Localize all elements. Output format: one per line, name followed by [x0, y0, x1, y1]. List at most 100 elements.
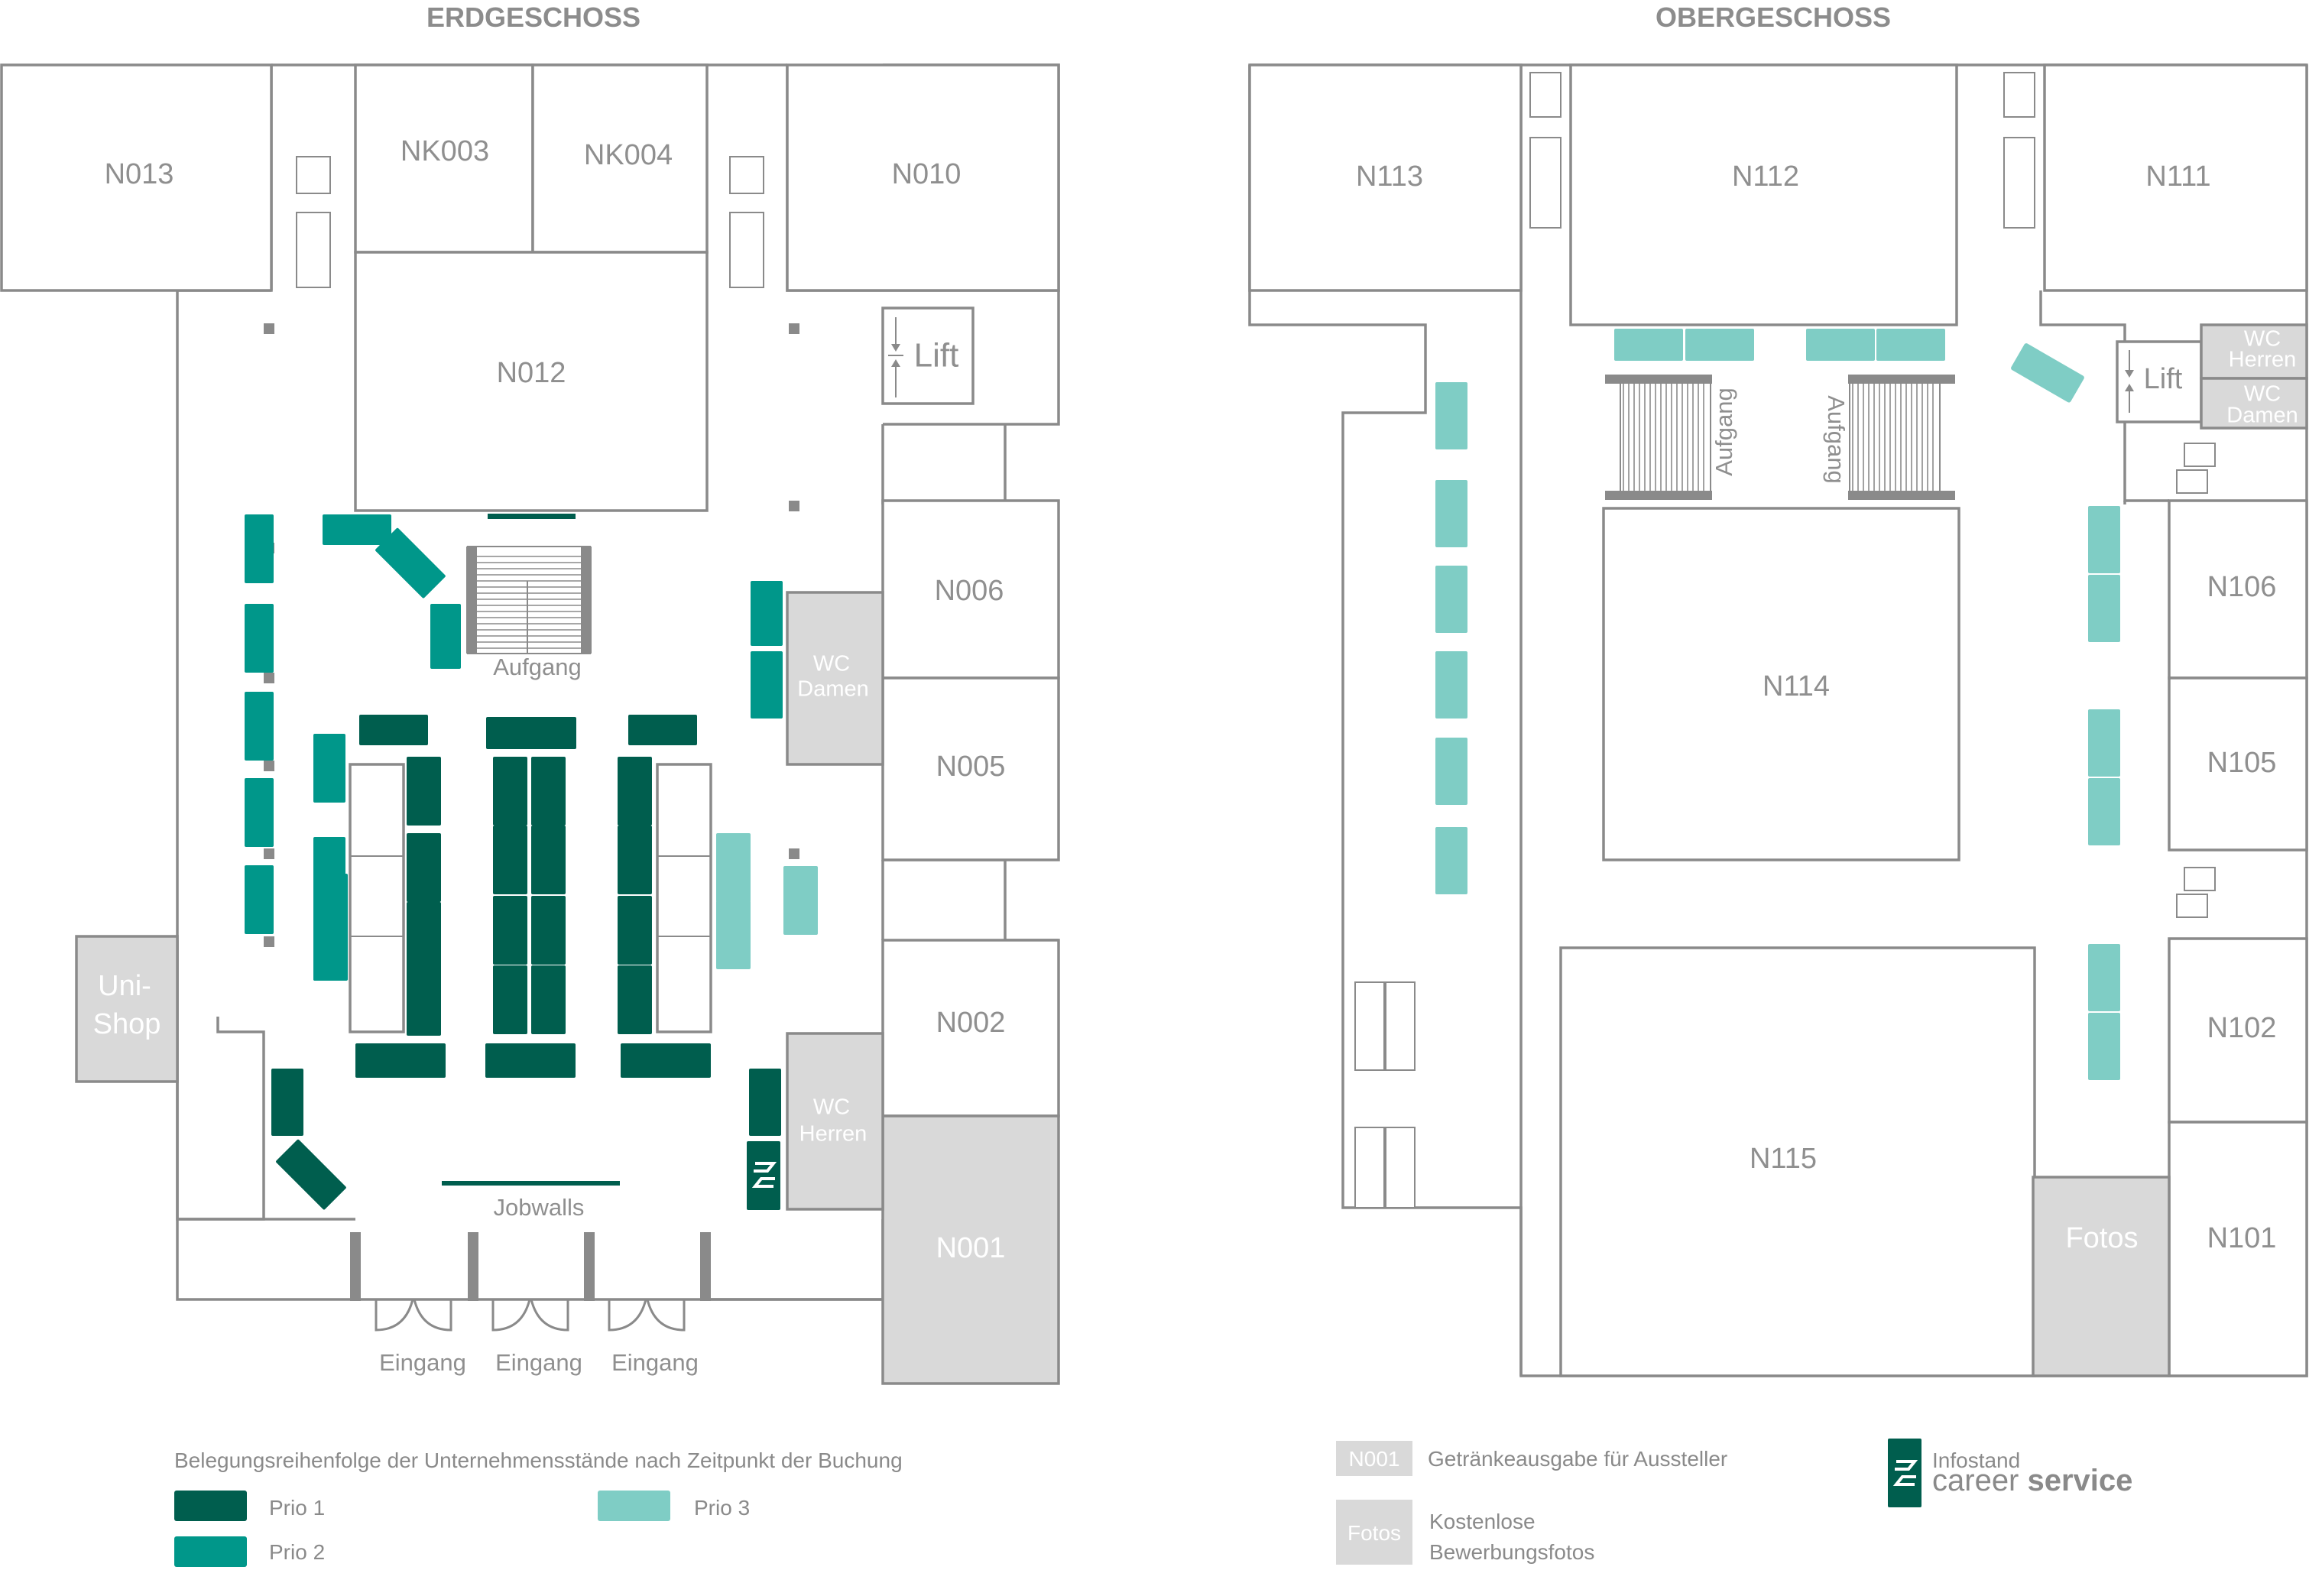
room-n112[interactable]: [1569, 63, 1958, 326]
booth[interactable]: [1435, 566, 1467, 633]
booth[interactable]: [493, 826, 527, 894]
entrance-label-3: Eingang: [611, 1349, 699, 1376]
room-n013[interactable]: [0, 63, 273, 292]
booth[interactable]: [621, 1043, 711, 1078]
lift-arrows-icon: [2125, 350, 2134, 413]
booth[interactable]: [271, 1069, 303, 1136]
booth[interactable]: [628, 715, 697, 745]
legend-n001-desc: Getränkeausgabe für Aussteller: [1428, 1447, 1727, 1471]
booth[interactable]: [618, 896, 652, 965]
room-nk004[interactable]: [531, 63, 709, 254]
room-n006[interactable]: [881, 499, 1060, 680]
room-n012[interactable]: [354, 251, 709, 512]
aufgang-label-upper-2: Aufgang: [1823, 395, 1850, 484]
booth[interactable]: [430, 604, 461, 669]
wc-herren-ground-label-1: WC: [813, 1095, 850, 1120]
booth[interactable]: [2088, 575, 2120, 642]
room-n002[interactable]: [881, 939, 1060, 1118]
booth[interactable]: [531, 896, 566, 965]
legend-fotos-desc-1: Kostenlose: [1429, 1510, 1536, 1533]
booth[interactable]: [407, 967, 441, 1036]
booth[interactable]: [1876, 329, 1945, 361]
wc-herren-upper-label-2: Herren: [2229, 348, 2297, 372]
booth[interactable]: [275, 1139, 346, 1210]
booth[interactable]: [313, 734, 345, 803]
booth[interactable]: [751, 581, 783, 646]
entrance-label-2: Eingang: [495, 1349, 582, 1376]
booth[interactable]: [716, 900, 751, 969]
booth[interactable]: [313, 837, 345, 906]
booth[interactable]: [407, 757, 441, 826]
room-n001[interactable]: [881, 1114, 1060, 1385]
booth[interactable]: [749, 1069, 781, 1136]
booth[interactable]: [2010, 342, 2085, 404]
booth[interactable]: [375, 527, 446, 598]
booth[interactable]: [485, 1043, 576, 1078]
booth[interactable]: [323, 514, 391, 545]
wc-damen-upper[interactable]: [2200, 377, 2308, 430]
booth[interactable]: [245, 514, 274, 583]
infostand-booth[interactable]: [747, 1141, 780, 1210]
booth[interactable]: [493, 896, 527, 965]
booth[interactable]: [618, 757, 652, 826]
legend-fotos-badge-text: Fotos: [1347, 1521, 1401, 1545]
booth[interactable]: [1435, 480, 1467, 547]
room-n102[interactable]: [2168, 937, 2308, 1124]
booth[interactable]: [783, 866, 818, 935]
booth[interactable]: [2088, 506, 2120, 573]
booth[interactable]: [531, 826, 566, 894]
room-n101[interactable]: [2168, 1121, 2308, 1377]
room-n111[interactable]: [2043, 63, 2308, 292]
booth[interactable]: [486, 717, 576, 749]
career-service-logo-icon: [751, 1162, 777, 1188]
booth[interactable]: [618, 965, 652, 1034]
room-n105[interactable]: [2168, 676, 2308, 852]
uni-shop[interactable]: [75, 935, 179, 1083]
booth[interactable]: [2088, 709, 2120, 777]
booth[interactable]: [245, 865, 274, 934]
wc-damen-upper-label-2: Damen: [2226, 404, 2298, 428]
booth[interactable]: [2088, 944, 2120, 1011]
booth[interactable]: [2088, 1013, 2120, 1080]
booth[interactable]: [493, 965, 527, 1034]
booth[interactable]: [1435, 651, 1467, 719]
booth[interactable]: [531, 965, 566, 1034]
booth[interactable]: [1435, 738, 1467, 805]
booth[interactable]: [1685, 329, 1754, 361]
lift-upper[interactable]: [2116, 340, 2203, 423]
lift-ground-label: Lift: [914, 337, 959, 375]
booth[interactable]: [618, 826, 652, 894]
room-n115[interactable]: [1559, 946, 2036, 1377]
room-n010[interactable]: [786, 63, 1060, 292]
booth[interactable]: [1806, 329, 1875, 361]
wc-damen-ground[interactable]: [786, 591, 884, 766]
booth[interactable]: [355, 1043, 446, 1078]
booth[interactable]: [245, 692, 274, 761]
room-n113[interactable]: [1248, 63, 1523, 292]
entrance-label-1: Eingang: [379, 1349, 466, 1376]
upper-floor-title: OBERGESCHOSS: [1656, 2, 1891, 33]
booth[interactable]: [1614, 329, 1683, 361]
wc-herren-upper[interactable]: [2200, 323, 2308, 380]
room-n002-label: N002: [936, 1007, 1006, 1039]
wc-herren-upper-label-1: WC: [2244, 327, 2281, 352]
wc-herren-ground[interactable]: [786, 1032, 884, 1211]
booth[interactable]: [751, 651, 783, 719]
room-n114[interactable]: [1602, 507, 1960, 861]
booth[interactable]: [716, 833, 751, 902]
booth[interactable]: [493, 757, 527, 826]
booth[interactable]: [407, 902, 441, 971]
room-n005[interactable]: [881, 676, 1060, 861]
booth[interactable]: [531, 757, 566, 826]
booth[interactable]: [359, 715, 428, 745]
booth[interactable]: [1435, 382, 1467, 449]
booth[interactable]: [1435, 827, 1467, 894]
booth[interactable]: [245, 604, 274, 673]
booth[interactable]: [245, 778, 274, 847]
room-n113-label: N113: [1356, 161, 1423, 193]
room-n005-label: N005: [936, 751, 1006, 783]
booth[interactable]: [2088, 778, 2120, 845]
room-fotos[interactable]: [2032, 1176, 2171, 1377]
booth[interactable]: [313, 912, 345, 981]
booth[interactable]: [407, 833, 441, 902]
